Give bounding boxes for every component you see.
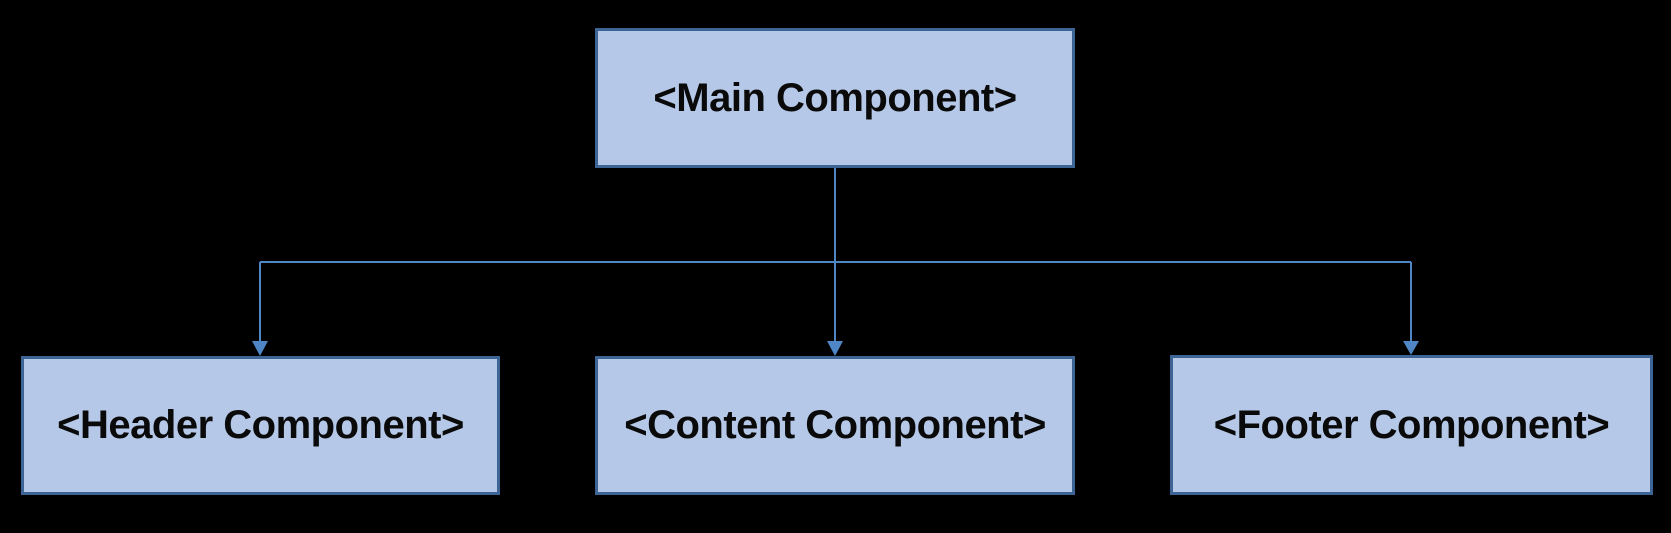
node-content-component: <Content Component> (595, 356, 1075, 495)
node-main-component: <Main Component> (595, 28, 1075, 168)
node-main-component-label: <Main Component> (653, 75, 1017, 120)
node-header-component-label: <Header Component> (57, 403, 464, 447)
arrowhead-header (252, 341, 268, 356)
node-header-component: <Header Component> (21, 356, 500, 495)
node-content-component-label: <Content Component> (624, 403, 1046, 447)
arrowhead-footer (1403, 341, 1419, 355)
node-footer-component: <Footer Component> (1170, 355, 1653, 495)
arrowhead-content (827, 341, 843, 356)
node-footer-component-label: <Footer Component> (1213, 402, 1610, 447)
